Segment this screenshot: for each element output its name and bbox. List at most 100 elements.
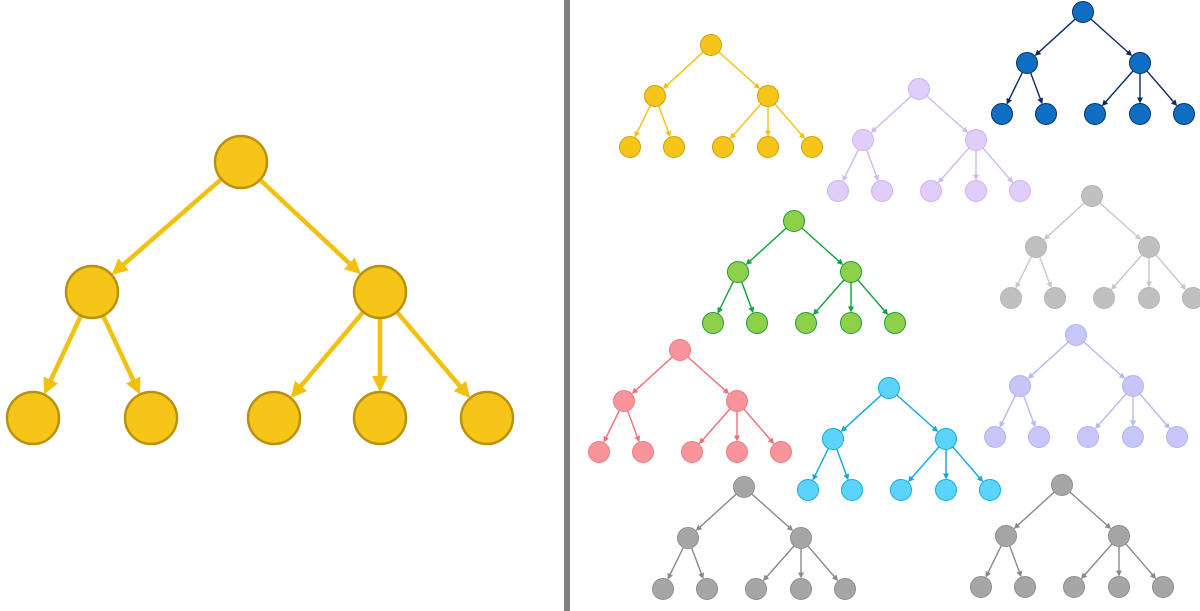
tree-gray-b-arrowhead-5 xyxy=(1116,570,1122,577)
tree-gray-b-node-right-child xyxy=(1108,525,1130,547)
tree-green xyxy=(702,210,906,334)
tree-lavender-arrowhead-0 xyxy=(870,126,878,133)
tree-gray-b-edge-4 xyxy=(1083,543,1113,577)
tree-red-edge-1 xyxy=(687,356,727,392)
tree-cyan-arrowhead-2 xyxy=(812,473,818,481)
tree-lightgray-edge-1 xyxy=(1099,202,1139,238)
tree-gray-b-node-leaf-4 xyxy=(1108,576,1130,598)
tree-lavender-edges xyxy=(842,95,1014,184)
tree-navy-arrowhead-2 xyxy=(1006,97,1012,105)
tree-cyan-node-leaf-3 xyxy=(890,479,912,501)
tree-gray-a-arrowhead-3 xyxy=(698,572,705,580)
tree-yellow-node-leaf-5 xyxy=(801,136,823,158)
tree-gray-b-arrowhead-2 xyxy=(985,570,991,578)
tree-lightgray-edges xyxy=(1015,202,1187,291)
tree-green-arrowhead-6 xyxy=(881,308,889,316)
tree-green-arrowhead-0 xyxy=(745,258,753,265)
main-tree-node-leaf-1 xyxy=(5,390,61,446)
tree-lavender-edge-0 xyxy=(873,95,912,131)
tree-green-node-left-child xyxy=(727,261,749,283)
tree-navy-node-leaf-4 xyxy=(1129,103,1151,125)
tree-green-arrowhead-3 xyxy=(748,306,755,314)
tree-gray-b-edges xyxy=(985,491,1157,580)
main-tree-node-leaf-4 xyxy=(352,390,408,446)
tree-gray-b-node-leaf-5 xyxy=(1152,576,1174,598)
tree-red-arrowhead-1 xyxy=(722,387,730,394)
tree-lavender-edge-2 xyxy=(844,148,860,178)
tree-gray-b-node-root xyxy=(1051,474,1073,496)
tree-navy-edges xyxy=(1006,18,1178,107)
tree-yellow-node-leaf-1 xyxy=(619,136,641,158)
main-tree-node-leaf-3 xyxy=(246,390,302,446)
tree-periwinkle-arrowhead-4 xyxy=(1094,422,1102,430)
tree-lavender-arrowhead-2 xyxy=(842,174,848,182)
tree-periwinkle xyxy=(984,324,1188,448)
tree-lavender-arrowhead-4 xyxy=(937,176,945,184)
tree-periwinkle-node-leaf-4 xyxy=(1122,426,1144,448)
tree-lavender-edge-6 xyxy=(982,147,1011,180)
tree-navy-edge-6 xyxy=(1146,70,1175,103)
main-tree-edge-3 xyxy=(100,313,136,384)
tree-green-edge-3 xyxy=(740,281,753,310)
tree-red-edge-3 xyxy=(626,410,639,439)
tree-yellow-node-right-child xyxy=(757,85,779,107)
tree-lightgray-edge-2 xyxy=(1017,255,1033,285)
tree-green-node-leaf-2 xyxy=(746,312,768,334)
tree-gray-a-arrowhead-0 xyxy=(695,524,703,531)
tree-periwinkle-arrowhead-1 xyxy=(1118,372,1126,379)
tree-cyan-edge-0 xyxy=(843,394,882,430)
tree-cyan-arrowhead-3 xyxy=(843,473,850,481)
main-tree xyxy=(5,134,515,446)
tree-lightgray-node-leaf-1 xyxy=(1000,287,1022,309)
tree-lavender-node-leaf-3 xyxy=(920,180,942,202)
tree-cyan-arrowhead-6 xyxy=(976,475,984,483)
tree-cyan-edges xyxy=(812,394,984,483)
main-tree-arrowhead-2 xyxy=(43,376,59,395)
tree-navy-node-root xyxy=(1072,1,1094,23)
tree-red-edge-6 xyxy=(743,408,772,441)
main-tree-node-right-child xyxy=(352,264,408,320)
tree-periwinkle-arrowhead-0 xyxy=(1027,372,1035,379)
tree-gray-a-node-leaf-3 xyxy=(745,578,767,600)
tree-red-node-root xyxy=(669,339,691,361)
tree-gray-b-nodes xyxy=(970,474,1174,598)
tree-gray-b-arrowhead-4 xyxy=(1080,572,1088,580)
tree-red-arrowhead-0 xyxy=(631,387,639,394)
tree-gray-a-edges xyxy=(667,493,839,582)
tree-green-edge-4 xyxy=(815,279,845,313)
tree-yellow-edge-1 xyxy=(718,51,758,87)
tree-gray-a-edge-6 xyxy=(807,545,836,578)
tree-red-arrowhead-3 xyxy=(634,435,641,443)
tree-cyan-node-leaf-2 xyxy=(841,479,863,501)
tree-navy-node-right-child xyxy=(1129,52,1151,74)
tree-green-edge-2 xyxy=(719,280,735,310)
tree-cyan-edge-1 xyxy=(896,394,936,430)
tree-periwinkle-edge-0 xyxy=(1030,341,1069,377)
tree-lightgray-edge-0 xyxy=(1046,202,1085,238)
tree-periwinkle-nodes xyxy=(984,324,1188,448)
tree-lavender-arrowhead-6 xyxy=(1006,176,1014,184)
tree-cyan-node-right-child xyxy=(935,428,957,450)
tree-lightgray-nodes xyxy=(1000,185,1200,309)
tree-lightgray-arrowhead-6 xyxy=(1179,283,1187,291)
tree-green-arrowhead-2 xyxy=(717,306,723,314)
tree-cyan-edge-2 xyxy=(814,447,830,477)
tree-gray-a-arrowhead-4 xyxy=(762,574,770,582)
tree-lavender-node-right-child xyxy=(965,129,987,151)
tree-gray-b-node-leaf-2 xyxy=(1014,576,1036,598)
tree-periwinkle-arrowhead-6 xyxy=(1163,422,1171,430)
tree-lightgray-arrowhead-0 xyxy=(1043,233,1051,240)
tree-periwinkle-edge-1 xyxy=(1083,341,1123,377)
main-tree-arrowhead-3 xyxy=(125,376,141,395)
tree-cyan-arrowhead-5 xyxy=(943,473,949,480)
tree-periwinkle-node-right-child xyxy=(1122,375,1144,397)
tree-red-arrowhead-6 xyxy=(767,437,775,445)
tree-yellow-edge-3 xyxy=(657,105,670,134)
tree-lightgray-node-leaf-5 xyxy=(1182,287,1200,309)
main-tree-edge-1 xyxy=(257,177,353,267)
tree-gray-a-edge-1 xyxy=(751,493,791,529)
tree-lavender-node-leaf-5 xyxy=(1009,180,1031,202)
tree-gray-a-node-right-child xyxy=(790,527,812,549)
tree-lightgray-node-left-child xyxy=(1025,236,1047,258)
tree-lavender-edge-4 xyxy=(940,147,970,181)
